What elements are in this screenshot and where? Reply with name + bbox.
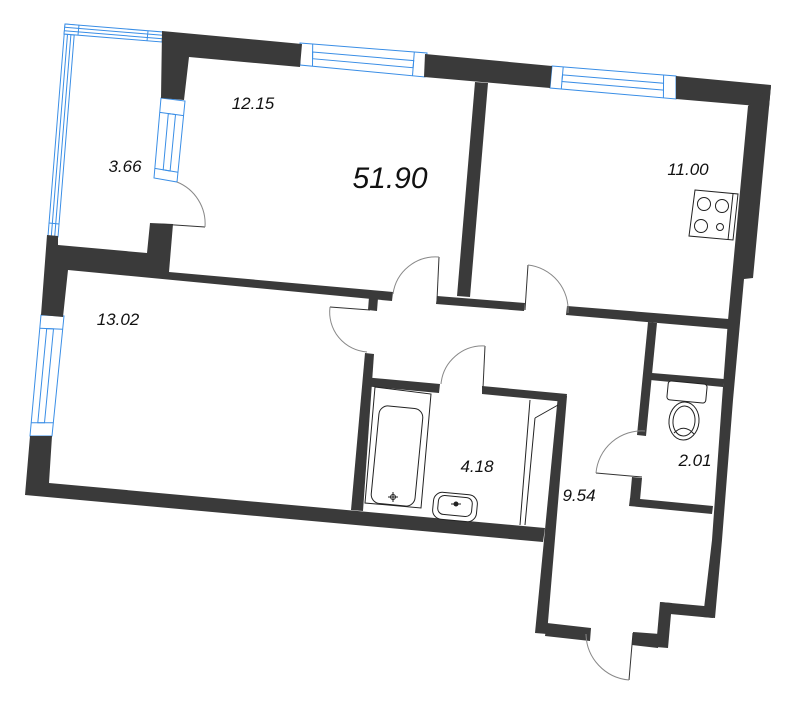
wall-corridor-stub — [368, 297, 378, 311]
wall-right-outer — [703, 86, 771, 618]
room-area-label-hallway: 9.54 — [562, 486, 595, 505]
door-wc — [595, 430, 646, 478]
door-room-1 — [392, 256, 440, 301]
wall-partition-room-kitchen — [457, 82, 488, 297]
room-area-label-kitchen: 11.00 — [667, 160, 709, 179]
door-kitchen — [524, 264, 569, 314]
toilet-icon — [666, 380, 708, 441]
wall-corridor-top — [436, 296, 525, 311]
room-area-label-wc: 2.01 — [677, 451, 711, 470]
wall-bathroom-top-right — [482, 386, 567, 402]
wall-bathroom-top-left — [363, 377, 440, 393]
window-room-1 — [299, 42, 428, 78]
sink-icon — [432, 491, 478, 523]
windows — [29, 23, 677, 437]
wall-left-middle — [41, 223, 393, 317]
total-area-label: 51.90 — [352, 162, 427, 195]
window-kitchen — [549, 65, 677, 100]
room-area-label-balcony: 3.66 — [108, 157, 142, 176]
room-area-label-room-1: 12.15 — [232, 94, 275, 113]
area-labels: 3.66 12.15 11.00 13.02 4.18 9.54 2.01 51… — [97, 94, 712, 505]
wall-entry-step-vertical — [656, 602, 672, 648]
doors — [159, 181, 646, 681]
wall-bathroom-right — [535, 395, 567, 634]
door-entry — [585, 632, 634, 681]
wall-entry-bottom-left — [545, 623, 591, 641]
window-balcony-inner — [153, 97, 186, 183]
door-room-2 — [329, 306, 371, 353]
wall-closet-left — [637, 322, 657, 436]
room-area-label-bathroom: 4.18 — [460, 457, 494, 476]
room-area-label-room-2: 13.02 — [97, 310, 140, 329]
door-bathroom — [440, 345, 486, 389]
wall-closet-bottom — [650, 373, 724, 387]
wall-top-right — [676, 76, 771, 107]
stove-icon — [688, 189, 739, 241]
door-balcony — [159, 181, 206, 228]
wall-entry-bottom-right — [632, 632, 660, 648]
window-room-2 — [29, 314, 65, 437]
wall-top-middle — [424, 54, 552, 88]
bathtub-icon — [364, 386, 432, 509]
wall-wc-left — [630, 477, 642, 500]
wall-entry-step-horizontal — [660, 602, 715, 618]
wall-wc-bottom — [629, 498, 713, 514]
wall-top-left — [161, 31, 302, 100]
shower-cabin-icon — [519, 399, 559, 526]
wall-kitchen-bottom — [566, 306, 729, 329]
walls — [25, 31, 771, 648]
wall-bottom — [25, 436, 545, 542]
wall-bathroom-left — [351, 353, 374, 511]
fixtures — [364, 189, 739, 526]
window-balcony-left — [47, 23, 76, 238]
window-balcony-top — [63, 23, 164, 43]
